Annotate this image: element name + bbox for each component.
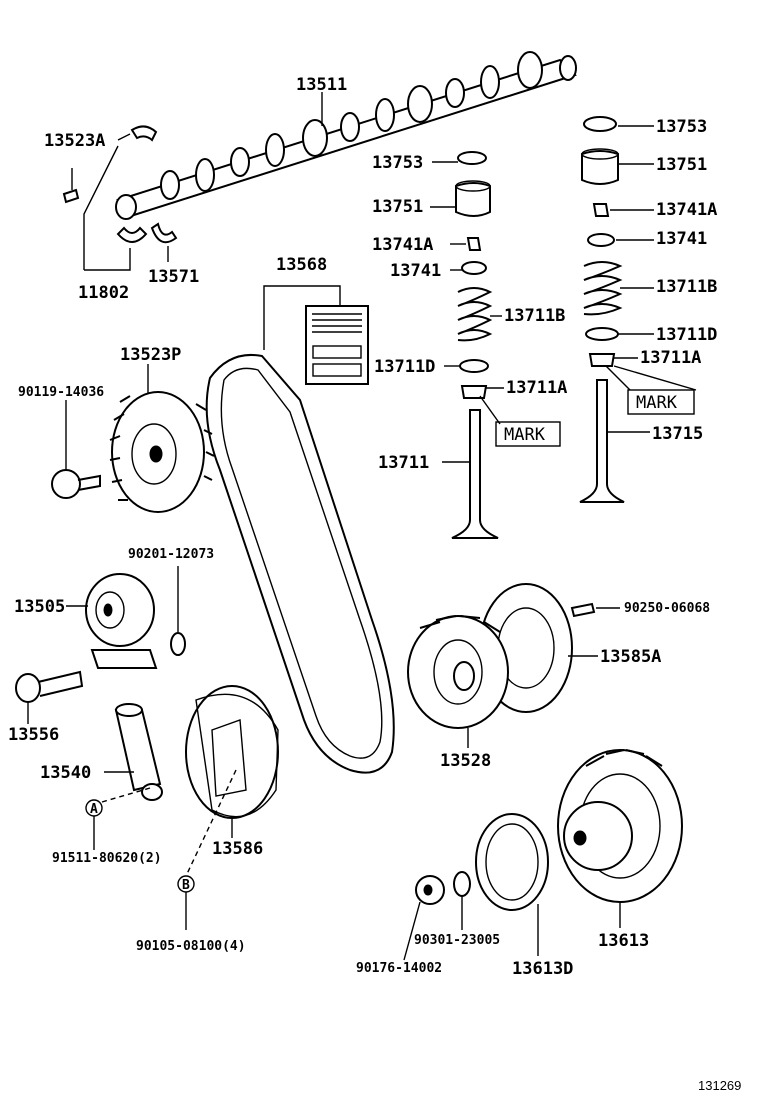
label-13505: 13505 [14, 597, 65, 617]
spring-seat-right[interactable] [585, 327, 619, 341]
label-13711B-right: 13711B [656, 277, 717, 297]
label-90176-14002: 90176-14002 [356, 961, 442, 976]
label-13741-left: 13741 [390, 261, 441, 281]
crankshaft-sprocket[interactable] [407, 615, 509, 729]
oil-seal-ring[interactable] [475, 813, 549, 911]
valve-left[interactable] [451, 409, 499, 539]
label-13711B-left: 13711B [504, 306, 565, 326]
label-11802: 11802 [78, 283, 129, 303]
valve-right[interactable] [579, 379, 625, 503]
plug[interactable] [62, 188, 80, 204]
callout-b-marker: B [177, 875, 195, 893]
bearing-cap[interactable] [130, 125, 158, 142]
keeper-right[interactable] [592, 203, 610, 217]
valve-stack-left [451, 151, 499, 539]
bearing-half[interactable] [116, 226, 148, 243]
tensioner-spring[interactable] [114, 703, 163, 801]
retainer-right[interactable] [587, 233, 615, 247]
label-13711A-left: 13711A [506, 378, 567, 398]
mark-text-left: MARK [504, 425, 546, 445]
sprocket-key[interactable] [570, 602, 596, 618]
crankshaft-pulley-bolt[interactable] [415, 875, 445, 905]
label-13586: 13586 [212, 839, 263, 859]
lifter-right[interactable] [581, 150, 619, 185]
valve-seal-right[interactable] [588, 353, 616, 367]
tensioner-washer[interactable] [170, 632, 186, 656]
spring-seat-left[interactable] [459, 359, 489, 373]
label-13613D: 13613D [512, 959, 573, 979]
camshaft[interactable] [115, 51, 577, 220]
shim-left[interactable] [457, 151, 487, 165]
timing-belt[interactable] [205, 354, 395, 774]
label-13711D-right: 13711D [656, 325, 717, 345]
tensioner-pivot-bolt[interactable] [15, 670, 84, 703]
label-13715: 13715 [652, 424, 703, 444]
label-13741A-left: 13741A [372, 235, 433, 255]
spring-left[interactable] [457, 287, 493, 342]
mark-box-left [495, 421, 561, 447]
thrust-washer[interactable] [150, 222, 178, 244]
label-90201-12073: 90201-12073 [128, 547, 214, 562]
label-90119-14036: 90119-14036 [18, 385, 104, 400]
label-13511: 13511 [296, 75, 347, 95]
o-ring-washer[interactable] [453, 871, 471, 897]
label-13751-right: 13751 [656, 155, 707, 175]
spring-right[interactable] [583, 261, 623, 316]
label-13523P: 13523P [120, 345, 181, 365]
label-13523A: 13523A [44, 131, 105, 151]
label-90105-08100: 90105-08100(4) [136, 939, 246, 954]
figure-number: 131269 [698, 1078, 741, 1093]
keeper-left[interactable] [466, 237, 482, 251]
label-90301-23005: 90301-23005 [414, 933, 500, 948]
label-90250-06068: 90250-06068 [624, 601, 710, 616]
label-13711: 13711 [378, 453, 429, 473]
label-13711D-left: 13711D [374, 357, 435, 377]
camshaft-pulley[interactable] [109, 391, 215, 513]
label-13528: 13528 [440, 751, 491, 771]
label-13613: 13613 [598, 931, 649, 951]
label-13741A-right: 13741A [656, 200, 717, 220]
valve-stack-right [579, 116, 625, 503]
svg-text:B: B [182, 878, 190, 893]
mark-text-right: MARK [636, 393, 678, 413]
retainer-left[interactable] [461, 261, 487, 275]
label-13556: 13556 [8, 725, 59, 745]
svg-text:A: A [90, 802, 98, 817]
lifter-left[interactable] [455, 182, 491, 217]
label-13568: 13568 [276, 255, 327, 275]
callout-a-marker: A [85, 799, 103, 817]
pulley-bolt[interactable] [51, 469, 101, 499]
label-13585A: 13585A [600, 647, 661, 667]
valve-seal-left[interactable] [460, 385, 488, 399]
label-13571: 13571 [148, 267, 199, 287]
label-13711A-right: 13711A [640, 348, 701, 368]
shim-right[interactable] [583, 116, 617, 132]
label-13741-right: 13741 [656, 229, 707, 249]
label-13753-right: 13753 [656, 117, 707, 137]
timing-belt-cover-plate[interactable] [185, 685, 279, 819]
label-13540: 13540 [40, 763, 91, 783]
label-91511-80620: 91511-80620(2) [52, 851, 162, 866]
crankshaft-pulley[interactable] [557, 749, 683, 903]
label-13753-left: 13753 [372, 153, 423, 173]
belt-label-tag [305, 305, 369, 385]
mark-box-right [627, 389, 695, 415]
label-13751-left: 13751 [372, 197, 423, 217]
tensioner-pulley[interactable] [85, 573, 158, 669]
